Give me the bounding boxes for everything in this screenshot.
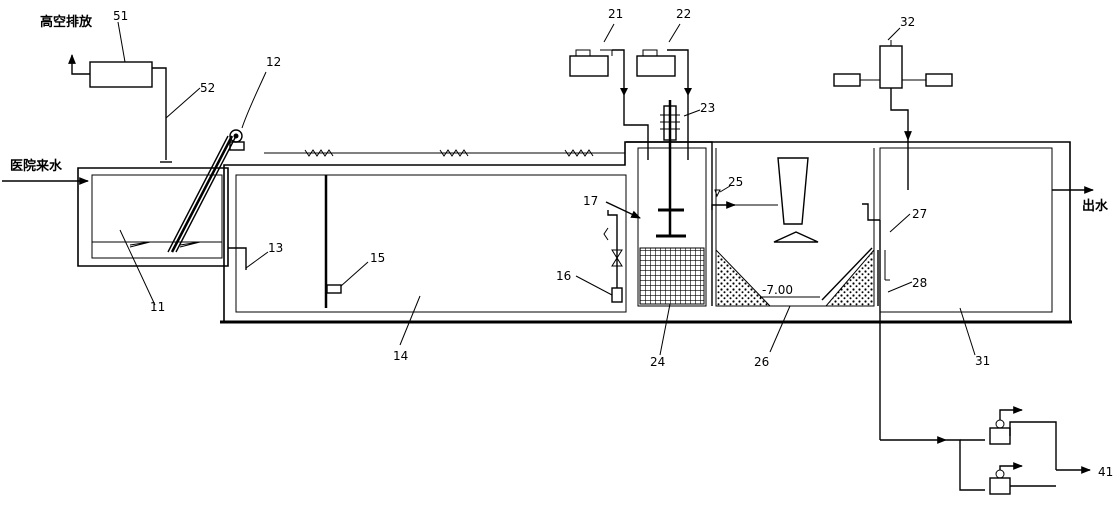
label-12: 12 [266,55,281,69]
dosing-unit-32 [833,27,953,190]
label-17: 17 [583,194,598,208]
sludge-pumps-41 [880,406,1091,495]
disinfection-tank-31 [862,147,1094,440]
label-22: 22 [676,7,691,21]
exhaust-unit [68,21,201,163]
sedimentation-tank-26 [711,148,875,307]
label-28: 28 [912,276,927,290]
inlet-label: 医院来水 [10,158,63,174]
label-11: 11 [150,300,165,314]
label-13: 13 [268,241,283,255]
label-51: 51 [113,9,128,23]
dosing-tank-22 [636,23,692,160]
water-level-label: -7.00 [762,283,793,297]
label-21: 21 [608,7,623,21]
label-31: 31 [975,354,990,368]
label-41: 41 [1098,465,1113,479]
exhaust-label: 高空排放 [40,14,93,30]
label-24: 24 [650,355,665,369]
screen-conveyor-12 [167,71,267,253]
dosing-tank-21 [569,23,649,160]
label-16: 16 [556,269,571,283]
label-52: 52 [200,81,215,95]
label-14: 14 [393,349,408,363]
pump-15 [326,284,342,294]
equalization-tank-14 [220,141,1072,324]
label-15: 15 [370,251,385,265]
lift-pump-16 [603,210,623,303]
outlet-label: 出水 [1082,198,1109,214]
label-26: 26 [754,355,769,369]
exhaust-box-51 [89,61,153,88]
label-32: 32 [900,15,915,29]
vent-pipe-52 [152,67,167,160]
label-25: 25 [728,175,743,189]
label-27: 27 [912,207,927,221]
screen-tank-11 [77,167,229,306]
label-23: 23 [700,101,715,115]
reaction-tank-24 [626,100,713,307]
